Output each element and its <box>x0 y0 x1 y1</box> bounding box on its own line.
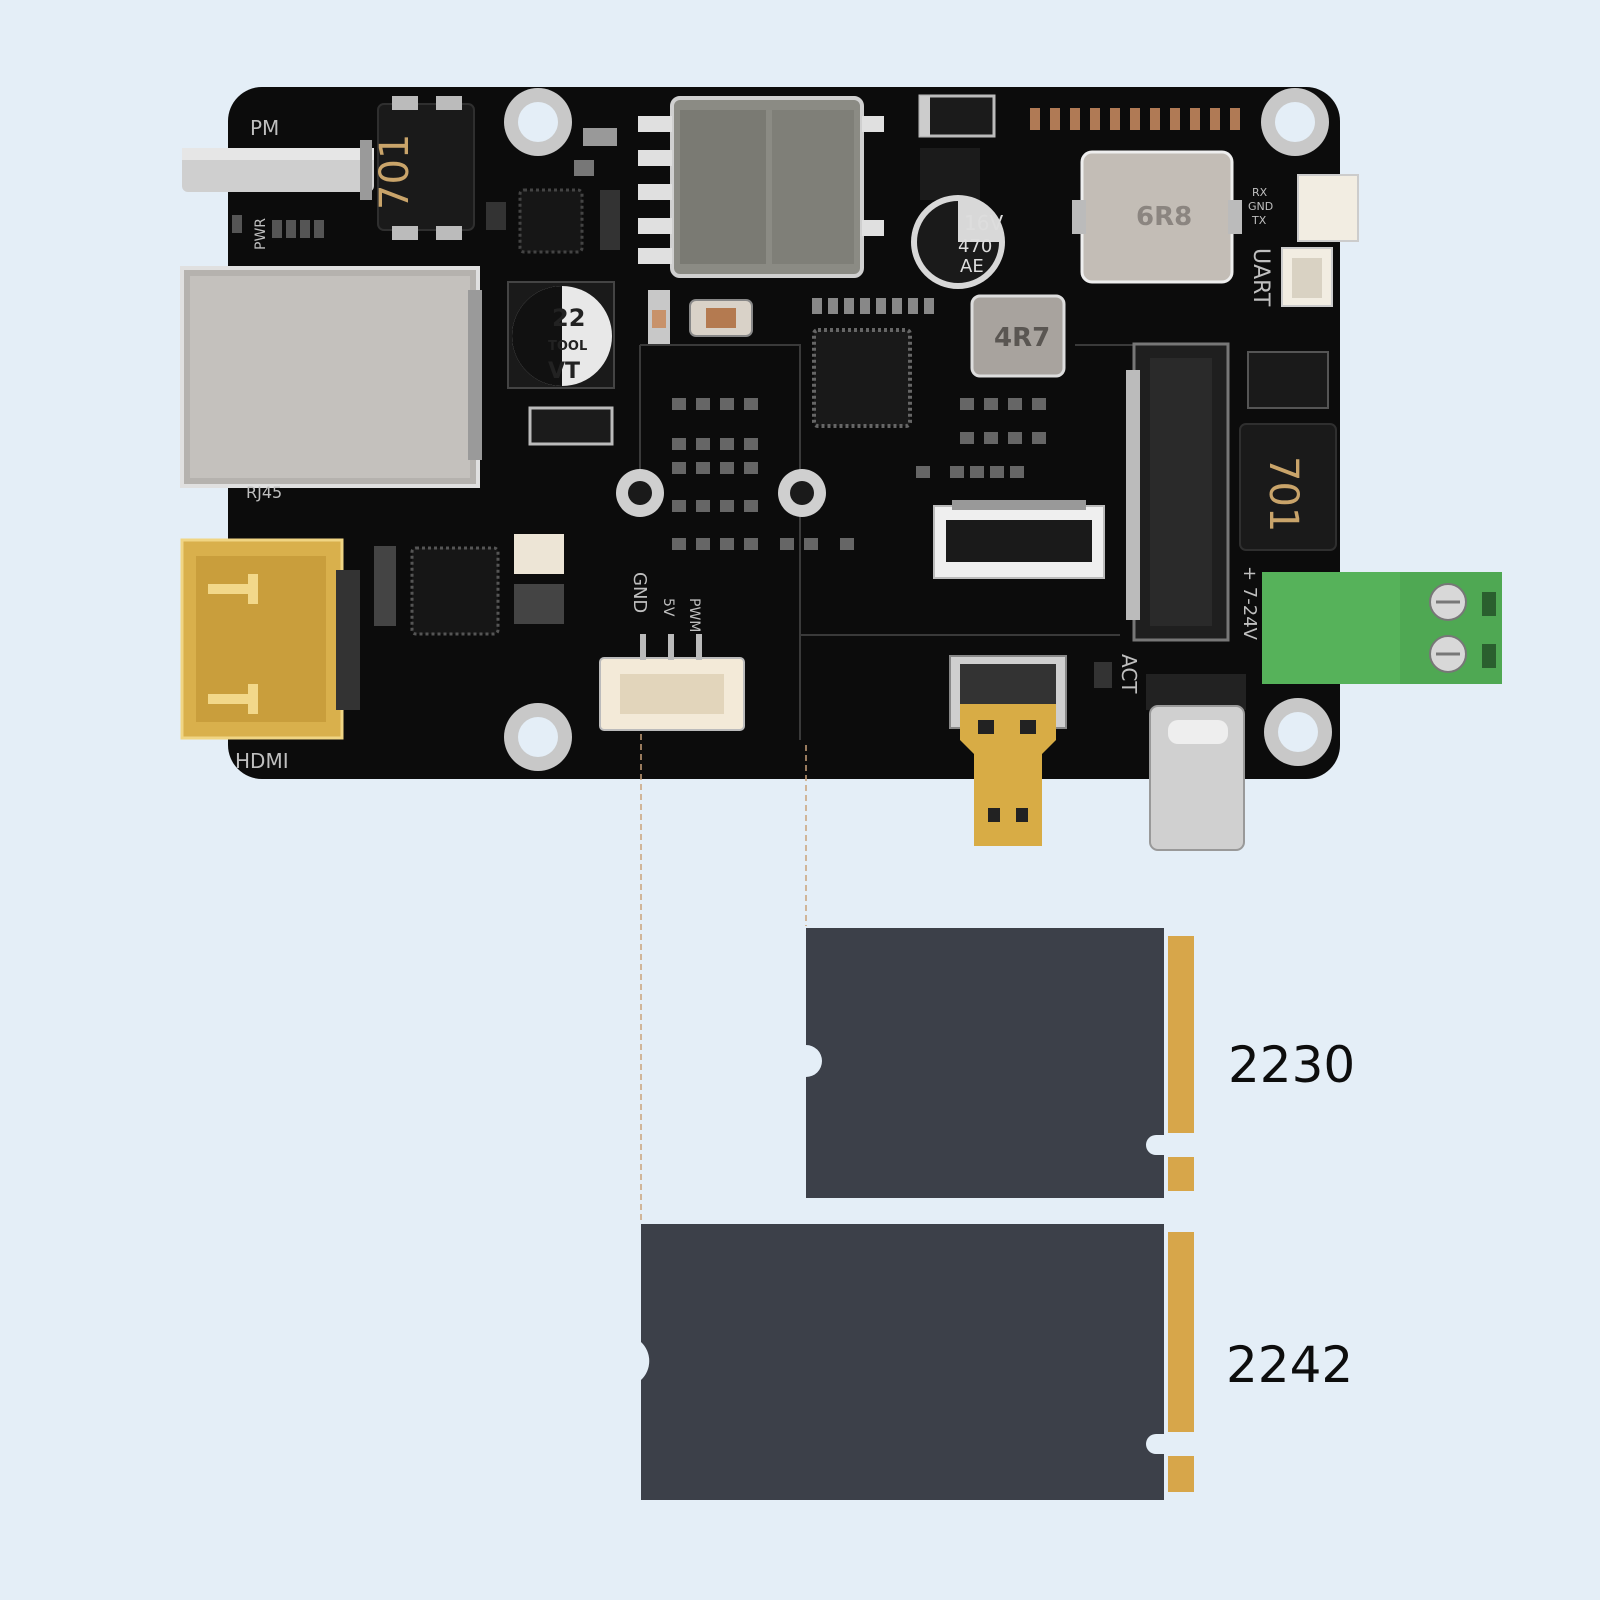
passive-grid <box>672 398 1046 550</box>
label-inductor-6r8: 6R8 <box>1136 202 1192 232</box>
diode-top <box>918 94 996 200</box>
label-uart-pin-gnd: GND <box>1248 200 1273 213</box>
act-led <box>1094 662 1112 688</box>
label-cap-22-c: VT <box>548 359 580 384</box>
label-pwr: PWR <box>253 218 269 250</box>
pcb-board <box>228 87 1340 779</box>
pwr-led-pads <box>232 215 324 238</box>
label-fan-pin-5v: 5V <box>660 598 676 617</box>
inductor-6r8 <box>1072 150 1242 284</box>
uart-connector <box>1281 174 1359 307</box>
label-inductor-left: 701 <box>372 134 418 210</box>
label-inductor-right: 701 <box>1260 456 1306 532</box>
inductor-right <box>1239 423 1337 551</box>
fpc-connector <box>933 500 1105 579</box>
mounting-holes <box>504 88 1332 771</box>
standoff-posts <box>616 469 826 517</box>
label-fan-pin-pwm: PWM <box>686 598 702 632</box>
capacitor-470 <box>911 195 1005 289</box>
label-cap-22-b: TOOL <box>548 339 587 354</box>
ferrite-bead <box>648 290 753 344</box>
barrel-jack <box>182 140 374 200</box>
label-cap-470-c: AE <box>960 256 984 277</box>
label-pm: PM <box>250 116 279 140</box>
resistor-row <box>812 298 934 314</box>
label-uart: UART <box>1248 248 1273 307</box>
micro-hdmi-connector <box>949 655 1067 846</box>
ssd-label-2242: 2242 <box>1226 1336 1353 1394</box>
label-cap-22-a: 22 <box>552 304 585 332</box>
mosfet-right <box>1247 351 1329 409</box>
label-cap-470-a: 16V <box>964 211 1003 235</box>
qfn-chip-main <box>812 328 912 428</box>
chip-near-hdmi <box>374 534 564 636</box>
label-hdmi: HDMI <box>235 749 289 773</box>
capacitor-22 <box>507 281 615 389</box>
label-cap-470-b: 470 <box>958 236 992 257</box>
resistor-array <box>1030 108 1240 130</box>
label-gnd: GND <box>629 572 650 613</box>
hdmi-port <box>180 538 360 740</box>
terminal-block <box>1262 572 1502 684</box>
label-uart-pin-rx: RX <box>1252 186 1268 199</box>
label-act: ACT <box>1117 654 1141 694</box>
fan-connector <box>599 634 745 731</box>
ssd-card-2230 <box>806 928 1194 1198</box>
rj45-jack <box>180 266 482 488</box>
usb-c-port <box>1146 674 1246 851</box>
qfn-chip-top <box>486 128 620 254</box>
inductor-left <box>377 96 475 240</box>
m2-slot <box>1126 342 1230 642</box>
label-inductor-4r7: 4R7 <box>994 323 1050 353</box>
inductor-4r7 <box>970 294 1066 378</box>
ssd-card-2242 <box>641 1224 1194 1500</box>
ssd-label-2230: 2230 <box>1228 1036 1355 1094</box>
label-rj45: RJ45 <box>246 483 282 502</box>
transformer <box>638 96 884 278</box>
label-power-input: + 7-24V <box>1239 566 1260 641</box>
guide-lines <box>640 734 807 1222</box>
diode-mid-left <box>528 406 614 446</box>
label-uart-pin-tx: TX <box>1251 214 1267 227</box>
